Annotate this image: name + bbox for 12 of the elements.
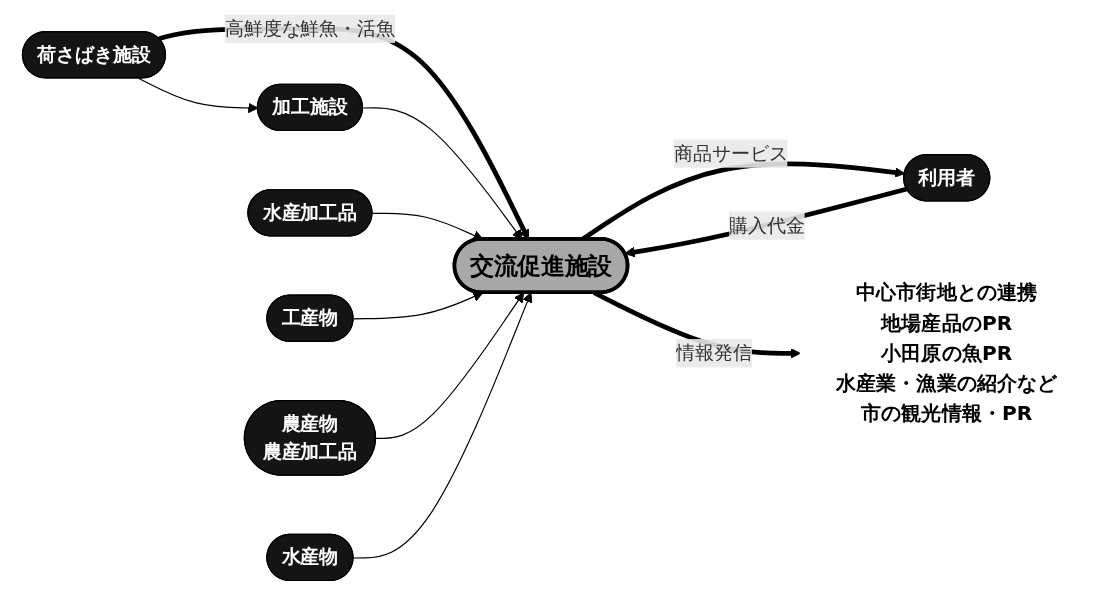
arrow [352,291,484,320]
arrow [362,107,523,240]
edge-label: 情報発信 [675,341,752,364]
edge-label: 高鮮度な鮮魚・活魚 [224,16,395,40]
arrow [158,26,529,240]
edge-label: 商品サービス [673,141,788,165]
arrow [352,292,533,559]
arrow [580,161,905,242]
arrow [624,186,908,258]
node-text: 中心市街地との連携 地場産品のPR 小田原の魚PR 水産業・漁業の紹介など 市の観光情報・PR [835,280,1058,425]
edge-label: 購入代金 [728,213,805,237]
arrow [375,292,524,439]
